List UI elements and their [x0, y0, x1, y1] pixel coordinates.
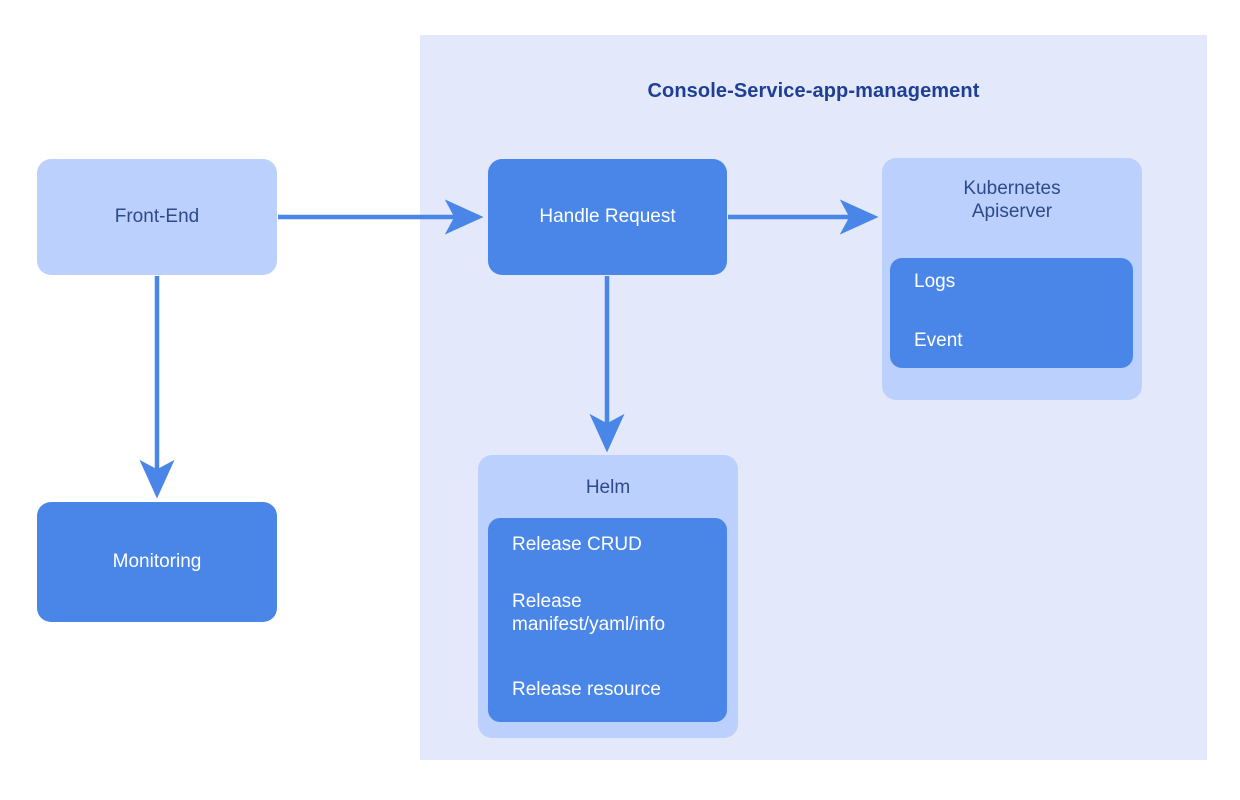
list-item[interactable]: Logs — [914, 271, 956, 292]
node-helm[interactable]: Helm Release CRUD Release manifest/yaml/… — [478, 455, 738, 738]
node-handle-request-label: Handle Request — [539, 205, 676, 227]
node-handle-request[interactable]: Handle Request — [488, 159, 727, 275]
node-kubernetes-apiserver-title-line-1: Kubernetes — [963, 178, 1061, 199]
node-kubernetes-apiserver-body: Logs Event — [890, 258, 1133, 368]
node-monitoring[interactable]: Monitoring — [37, 502, 277, 622]
list-item[interactable]: Release CRUD — [512, 534, 642, 555]
list-item[interactable]: Event — [914, 330, 963, 351]
console-service-group-title: Console-Service-app-management — [647, 80, 980, 102]
node-helm-title: Helm — [585, 477, 631, 498]
node-helm-body: Release CRUD Release manifest/yaml/info … — [488, 518, 727, 722]
node-kubernetes-apiserver-title-line-2: Apiserver — [971, 200, 1053, 222]
node-kubernetes-apiserver[interactable]: Kubernetes Apiserver Logs Event — [882, 158, 1142, 400]
list-item[interactable]: Release manifest/yaml/info — [512, 591, 666, 635]
list-item[interactable]: Release resource — [512, 679, 661, 700]
node-kubernetes-apiserver-title: Kubernetes Apiserver — [882, 178, 1142, 224]
node-front-end-label: Front-End — [114, 205, 200, 227]
node-front-end[interactable]: Front-End — [37, 159, 277, 275]
node-monitoring-label: Monitoring — [112, 550, 202, 572]
